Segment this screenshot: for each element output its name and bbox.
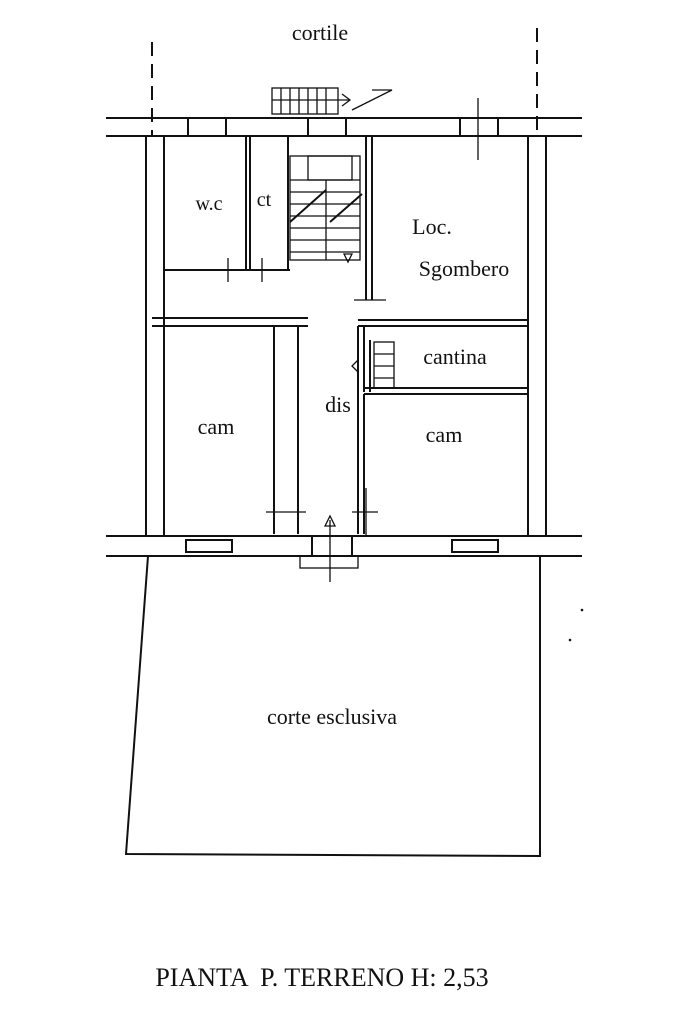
storage-room-walls	[354, 136, 528, 327]
outer-walls	[145, 136, 547, 536]
staircase	[289, 155, 363, 264]
label-cellar: cantina	[423, 344, 487, 369]
top-wall	[106, 98, 582, 160]
label-room-left: cam	[198, 414, 235, 439]
wc-ct-walls	[164, 136, 290, 282]
top-entrance-steps	[271, 87, 393, 115]
label-hall: dis	[325, 392, 351, 417]
label-garden: corte esclusiva	[267, 704, 397, 729]
label-ct: ct	[257, 189, 272, 211]
bottom-wall	[106, 514, 582, 582]
speck-mark	[580, 608, 584, 612]
cellar-walls	[351, 326, 528, 395]
label-storage-line1: Loc.	[412, 214, 452, 239]
label-wc: w.c	[195, 193, 222, 215]
label-storage-line2: Sgombero	[419, 256, 509, 281]
label-room-right: cam	[426, 422, 463, 447]
interior-walls	[152, 317, 378, 536]
label-courtyard: cortile	[292, 20, 348, 45]
plan-title: PIANTA P. TERRENO H: 2,53	[155, 963, 488, 992]
speck-mark	[568, 638, 572, 642]
garden-outline	[124, 555, 541, 858]
